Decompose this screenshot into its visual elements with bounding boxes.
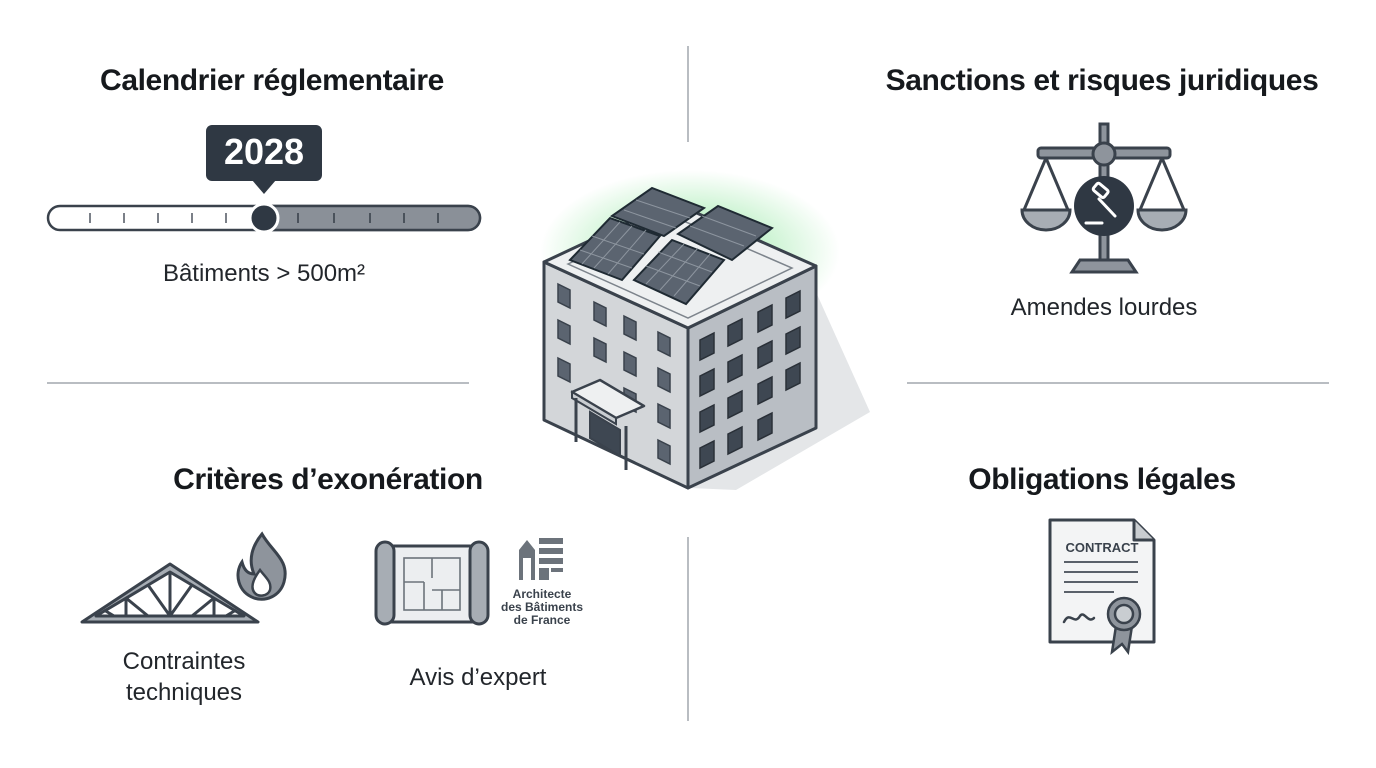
- technical-constraints-caption: Contraintes techniques: [123, 646, 246, 708]
- divider-right-horizontal: [907, 382, 1329, 384]
- obligations-heading: Obligations légales: [968, 463, 1236, 496]
- year-badge: 2028: [223, 131, 305, 172]
- expert-opinion-caption: Avis d’expert: [409, 664, 547, 691]
- abf-logo-text: Architecte des Bâtiments de France: [490, 588, 594, 627]
- timeline-slider: [46, 125, 482, 234]
- divider-bottom-vertical: [687, 537, 689, 721]
- contract-document-icon: [1048, 518, 1156, 656]
- calendar-heading: Calendrier réglementaire: [100, 64, 444, 97]
- abf-logo-line1: Architecte: [512, 587, 572, 601]
- contract-label: CONTRACT: [1065, 540, 1139, 555]
- abf-logo-icon: [519, 538, 563, 580]
- technical-constraints-line1: Contraintes: [122, 648, 246, 675]
- building-solar-panels-icon: [540, 170, 870, 490]
- abf-logo-line2: des Bâtiments: [500, 600, 584, 614]
- divider-left-horizontal: [47, 382, 469, 384]
- calendar-caption: Bâtiments > 500m²: [162, 260, 366, 287]
- roof-truss-fire-icon: [80, 531, 287, 624]
- sanctions-caption: Amendes lourdes: [1010, 294, 1198, 321]
- abf-logo-line3: de France: [513, 613, 571, 627]
- sanctions-heading: Sanctions et risques juridiques: [885, 64, 1319, 97]
- blueprint-icon: [374, 540, 490, 626]
- technical-constraints-line2: techniques: [125, 679, 243, 706]
- exemptions-heading: Critères d’exonération: [173, 463, 483, 496]
- scales-of-justice-icon: [1020, 122, 1188, 274]
- divider-top-vertical: [687, 46, 689, 142]
